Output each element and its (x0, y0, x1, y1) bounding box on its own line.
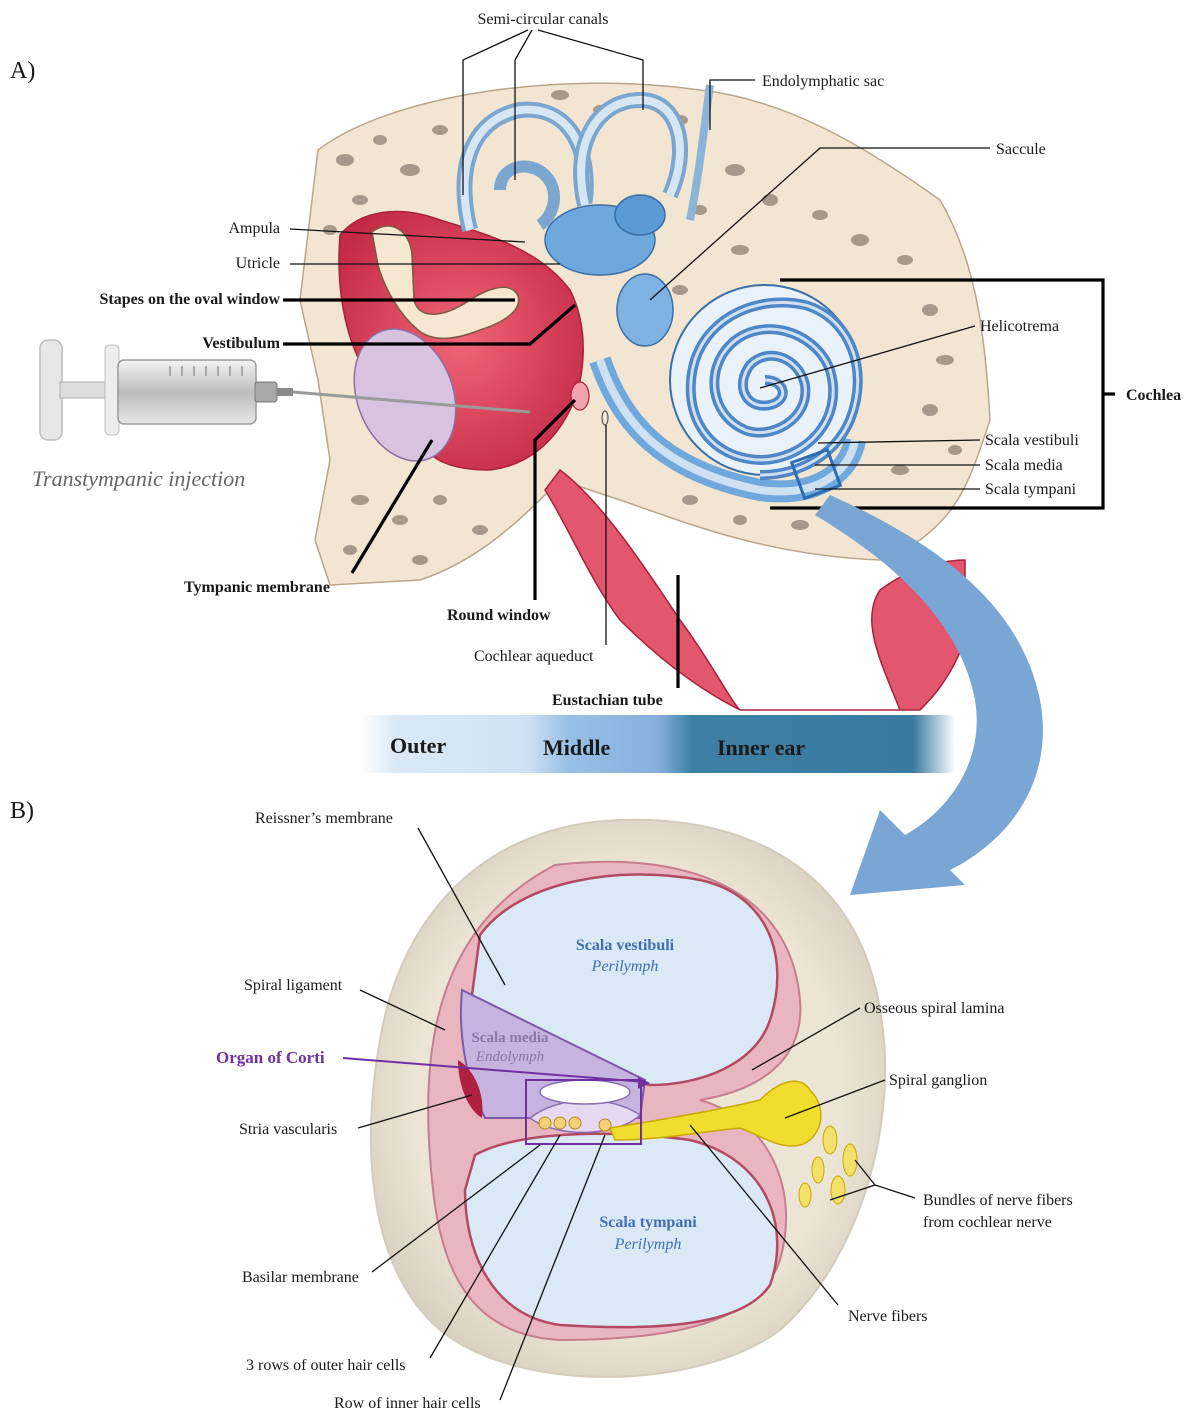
cochlea-spiral (670, 285, 860, 475)
label-scala-media-a: Scala media (985, 457, 1063, 474)
label-cochlea: Cochlea (1126, 387, 1181, 404)
label-scala-vestibuli-b: Scala vestibuli (576, 937, 675, 954)
label-injection: Transtympanic injection (32, 466, 245, 491)
cochlear-cross-section (371, 820, 885, 1377)
label-nerve-bundles-line2: from cochlear nerve (923, 1214, 1052, 1231)
label-spiral-ganglion: Spiral ganglion (889, 1072, 987, 1089)
label-stapes: Stapes on the oval window (100, 291, 281, 308)
label-osseous-spiral-lamina: Osseous spiral lamina (864, 1000, 1004, 1017)
label-spiral-ligament: Spiral ligament (244, 977, 343, 994)
label-stria-vascularis: Stria vascularis (239, 1121, 337, 1138)
label-vestibulum: Vestibulum (202, 335, 280, 352)
saccule-shape (617, 274, 673, 346)
label-ampula: Ampula (228, 220, 280, 237)
label-sv-fluid: Perilymph (591, 958, 659, 975)
label-scala-tympani-a: Scala tympani (985, 481, 1077, 498)
label-cochlear-aqueduct: Cochlear aqueduct (474, 648, 594, 665)
panel-a-label: A) (10, 58, 35, 84)
ear-region-bar: Outer Middle Inner ear (360, 715, 955, 773)
label-eustachian-tube: Eustachian tube (552, 692, 663, 709)
label-scala-vestibuli-a: Scala vestibuli (985, 432, 1079, 449)
round-window-shape (571, 382, 589, 410)
label-inner-hair-cells: Row of inner hair cells (334, 1395, 481, 1412)
label-semicircular-canals: Semi-circular canals (477, 11, 608, 28)
ear-illustration (300, 83, 990, 710)
label-saccule: Saccule (996, 141, 1046, 158)
label-outer-hair-cells: 3 rows of outer hair cells (246, 1357, 406, 1374)
label-reissners-membrane: Reissner’s membrane (255, 810, 393, 827)
label-helicotrema: Helicotrema (980, 318, 1059, 335)
label-scala-media-b: Scala media (471, 1030, 549, 1046)
ampula-shape (615, 195, 665, 235)
label-round-window: Round window (447, 607, 551, 624)
label-basilar-membrane: Basilar membrane (242, 1269, 359, 1286)
label-nerve-bundles-line1: Bundles of nerve fibers (923, 1192, 1073, 1209)
region-middle: Middle (543, 735, 610, 760)
label-utricle: Utricle (236, 255, 280, 272)
label-st-fluid: Perilymph (614, 1236, 682, 1253)
region-outer: Outer (390, 733, 446, 758)
label-nerve-fibers: Nerve fibers (848, 1308, 928, 1325)
label-organ-of-corti: Organ of Corti (216, 1048, 325, 1067)
label-endolymphatic-sac: Endolymphatic sac (762, 73, 884, 90)
label-scala-tympani-b: Scala tympani (599, 1214, 697, 1231)
panel-b-label: B) (10, 798, 34, 824)
label-sm-fluid: Endolymph (475, 1049, 544, 1065)
label-tympanic-membrane: Tympanic membrane (184, 579, 330, 596)
region-inner: Inner ear (717, 735, 805, 760)
